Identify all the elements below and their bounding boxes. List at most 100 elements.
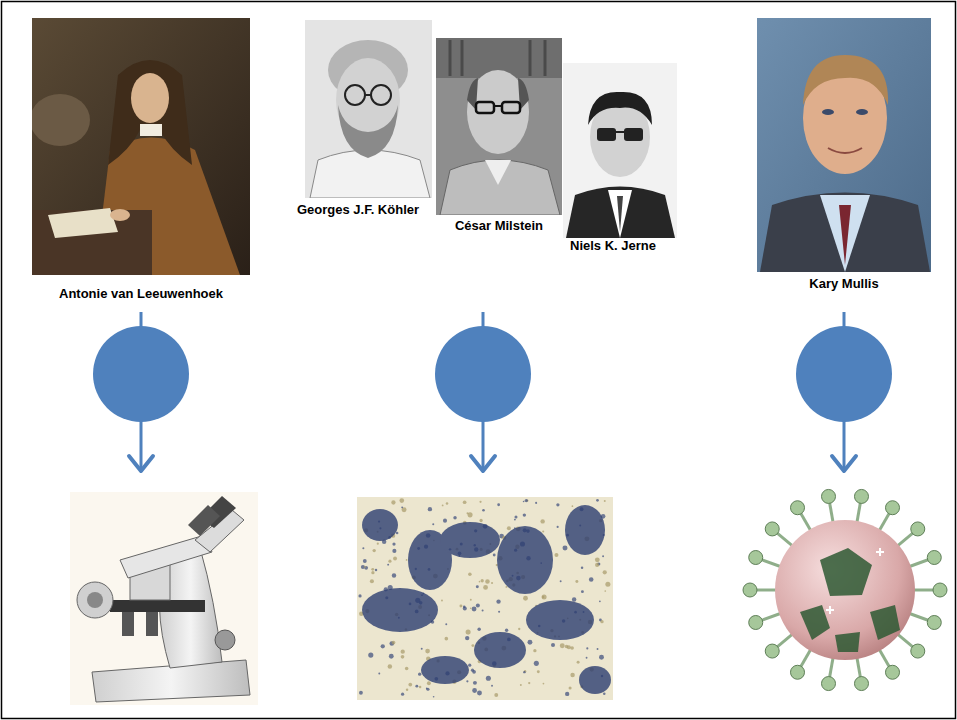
tissue-speck [370, 579, 374, 583]
tissue-speck [453, 516, 456, 519]
tissue-speck [363, 559, 367, 563]
tissue-speck [459, 605, 462, 608]
tissue-speck [415, 685, 418, 688]
portrait [32, 18, 250, 275]
tissue-speck [432, 523, 434, 525]
tissue-speck [378, 673, 380, 675]
tissue-speck [491, 685, 493, 687]
tissue-speck [466, 680, 468, 682]
tissue-speck [570, 646, 574, 650]
tissue-speck [514, 519, 516, 521]
blue-circle [435, 326, 531, 422]
tissue-speck [358, 594, 361, 597]
tissue-speck [405, 667, 408, 670]
tissue-speck [486, 676, 491, 681]
tissue-speck [463, 606, 467, 610]
tissue-speck [589, 577, 594, 582]
portrait-node: Georges J.F. Köhler [305, 20, 432, 198]
tissue-speck [472, 688, 477, 693]
tissue-speck [361, 565, 365, 569]
tissue-speck [388, 664, 393, 669]
person-name: César Milstein [455, 218, 543, 234]
tissue-speck [567, 645, 571, 649]
tissue-speck [565, 692, 569, 696]
tissue-speck [599, 600, 601, 602]
tissue-speck [523, 501, 525, 503]
tissue-speck [443, 519, 447, 523]
tissue-speck [471, 669, 474, 672]
tissue-speck [479, 581, 481, 583]
person-name: Niels K. Jerne [570, 238, 656, 254]
tissue-speck [441, 600, 443, 602]
tissue-speck [421, 648, 423, 650]
tissue-speck [520, 684, 522, 686]
tissue-speck [523, 596, 528, 601]
tissue-speck [427, 681, 431, 685]
tissue-speck [557, 526, 559, 528]
tissue-speck [387, 564, 389, 566]
tissue-speck [540, 519, 544, 523]
tissue-speck [572, 505, 574, 507]
tissue-speck [479, 519, 482, 522]
arrow-head [471, 456, 495, 471]
tissue-speck [401, 655, 405, 659]
portrait-node: César Milstein [436, 38, 562, 215]
tissue-speck [446, 502, 449, 505]
tissue-speck [359, 691, 363, 695]
portrait-node: Niels K. Jerne [563, 63, 677, 238]
tissue-speck [482, 509, 485, 512]
portrait [563, 63, 677, 238]
tissue-speck [433, 696, 435, 698]
tissue-speck [401, 650, 405, 654]
tissue-speck [570, 673, 575, 678]
tissue-speck [586, 657, 588, 659]
tissue-speck [595, 563, 599, 567]
tissue-speck [604, 500, 606, 502]
tissue-speck [470, 607, 472, 609]
tissue-speck [362, 547, 364, 549]
tissue-speck [473, 681, 477, 685]
tissue-speck [527, 640, 532, 645]
tissue-speck [496, 599, 500, 603]
person-name: Antonie van Leeuwenhoek [59, 286, 223, 302]
tissue-speck [445, 623, 447, 625]
tissue-speck [381, 644, 385, 648]
person-name: Kary Mullis [809, 276, 878, 292]
tissue-speck [406, 689, 408, 691]
tissue-speck [377, 543, 379, 545]
tissue-speck [388, 560, 391, 563]
tissue-speck [554, 553, 558, 557]
tissue-speck [556, 503, 559, 506]
tissue-speck [465, 636, 469, 640]
tissue-picture [357, 497, 613, 700]
tissue-speck [391, 500, 395, 504]
tissue-speck [603, 570, 607, 574]
tissue-speck [560, 643, 565, 648]
tissue-speck [485, 579, 489, 583]
tissue-speck [534, 661, 539, 666]
tissue-speck [605, 582, 610, 587]
tissue-speck [393, 557, 397, 561]
tissue-speck [581, 590, 584, 593]
tissue-speck [528, 682, 530, 684]
tissue-speck [479, 501, 481, 503]
tissue-speck [418, 673, 421, 676]
tissue-speck [563, 545, 568, 550]
person-name: Georges J.F. Köhler [297, 202, 419, 218]
tissue-speck [364, 566, 366, 568]
arrow [93, 312, 892, 471]
tissue-speck [523, 513, 526, 516]
tissue-speck [498, 611, 500, 613]
microscope-picture [70, 492, 258, 705]
portrait [305, 20, 432, 198]
tissue-speck [491, 582, 493, 584]
tissue-speck [575, 580, 578, 583]
tissue-speck [389, 654, 394, 659]
tissue-speck [560, 580, 562, 582]
tissue-speck [476, 603, 480, 607]
tissue-speck [371, 568, 374, 571]
tissue-speck [428, 507, 432, 511]
tissue-speck [586, 647, 588, 649]
